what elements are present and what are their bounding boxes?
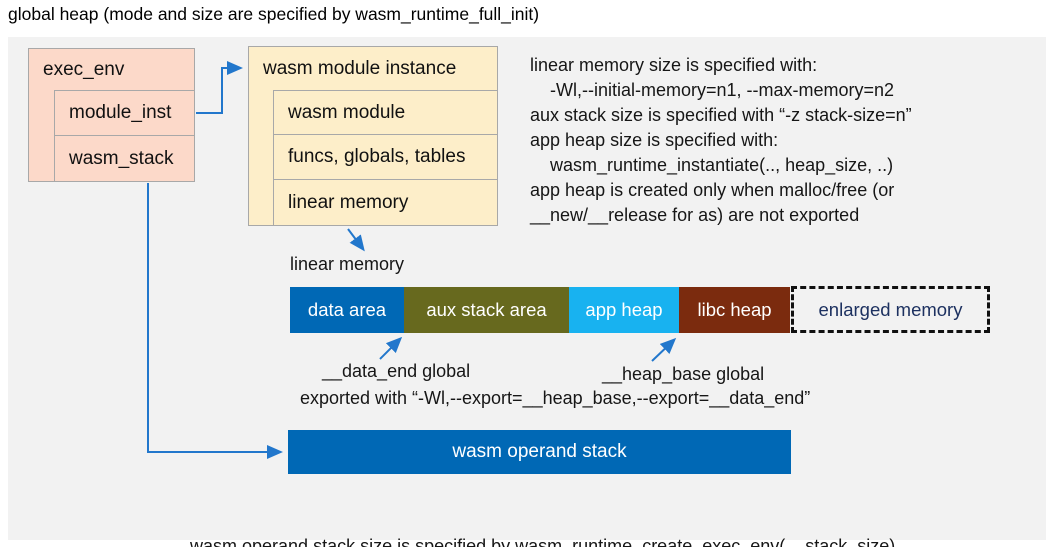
notes-block: linear memory size is specified with: -W… <box>530 53 912 228</box>
wasm-stack-box: wasm_stack <box>54 135 195 182</box>
wasm-operand-stack-bar: wasm operand stack <box>288 430 791 474</box>
segment-data-area: data area <box>290 287 404 333</box>
note-line: __new/__release for as) are not exported <box>530 205 860 225</box>
linear-memory-label: linear memory <box>290 254 405 274</box>
wasm-module-row: wasm module <box>273 90 498 135</box>
segment-app-heap: app heap <box>569 287 679 333</box>
segment-enlarged-memory: enlarged memory <box>791 286 990 333</box>
data-end-global-label: __data_end global <box>322 361 471 381</box>
exec-env-label: exec_env <box>43 59 125 80</box>
footer-line: wasm operand stack size is specified by … <box>190 536 896 547</box>
wasm-module-instance-label: wasm module instance <box>263 58 457 79</box>
funcs-globals-tables-row: funcs, globals, tables <box>273 134 498 180</box>
footer-block: wasm operand stack size is specified by … <box>190 481 895 547</box>
note-line: app heap size is specified with: <box>530 130 779 150</box>
module-inst-box: module_inst <box>54 90 195 136</box>
note-line: linear memory size is specified with: <box>530 55 818 75</box>
exported-with-label: exported with “-Wl,--export=__heap_base,… <box>300 388 811 408</box>
linear-memory-row: linear memory <box>273 179 498 226</box>
diagram-title: global heap (mode and size are specified… <box>8 4 540 24</box>
segment-aux-stack-area: aux stack area <box>404 287 569 333</box>
note-line: wasm_runtime_instantiate(.., heap_size, … <box>550 155 894 175</box>
note-line: -Wl,--initial-memory=n1, --max-memory=n2 <box>550 80 895 100</box>
note-line: app heap is created only when malloc/fre… <box>530 180 895 200</box>
heap-base-global-label: __heap_base global <box>602 364 765 384</box>
note-line: aux stack size is specified with “-z sta… <box>530 105 912 125</box>
segment-libc-heap: libc heap <box>679 287 790 333</box>
